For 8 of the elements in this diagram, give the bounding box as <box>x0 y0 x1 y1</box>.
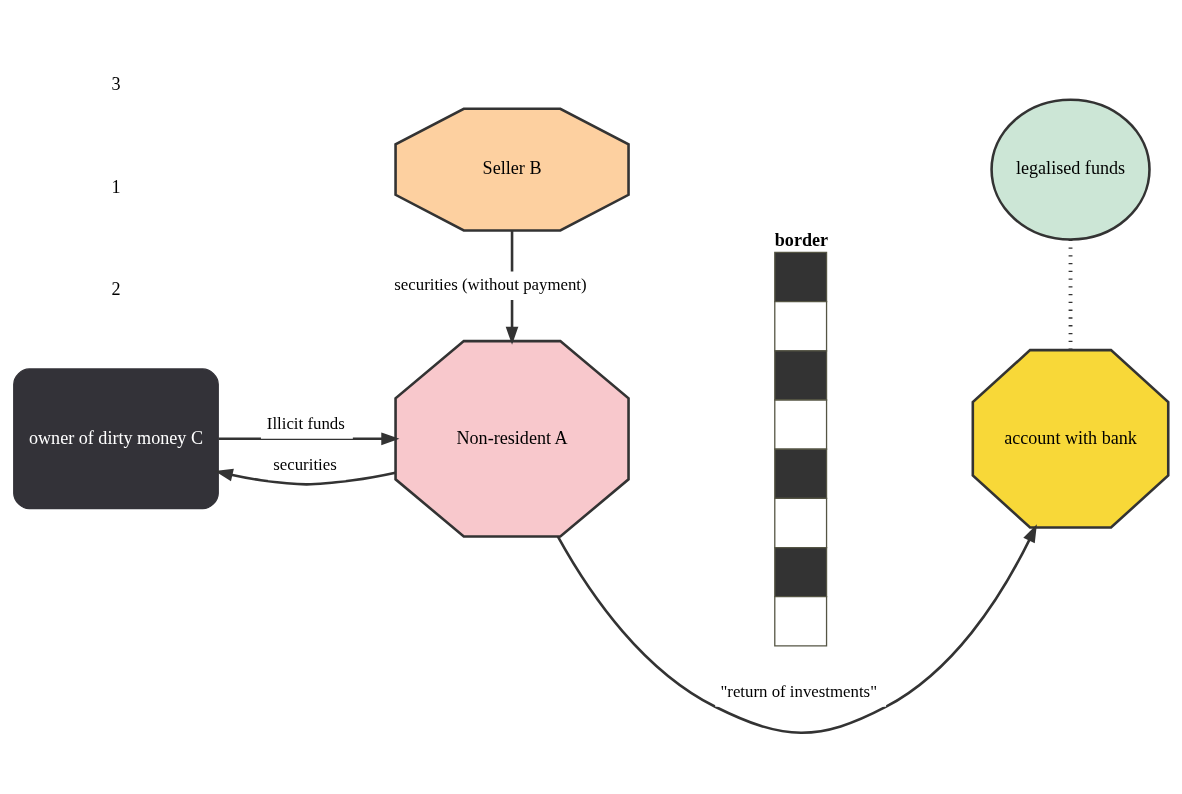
edge-label: Illicit funds <box>266 413 345 433</box>
edge-label: securities (without payment) <box>394 274 587 294</box>
label: 3 <box>111 73 121 94</box>
label: 1 <box>111 176 121 197</box>
label: 2 <box>111 278 121 299</box>
edge-label: "return of investments" <box>720 681 878 701</box>
edge-label: securities <box>273 454 337 474</box>
node-label: border <box>774 229 829 250</box>
